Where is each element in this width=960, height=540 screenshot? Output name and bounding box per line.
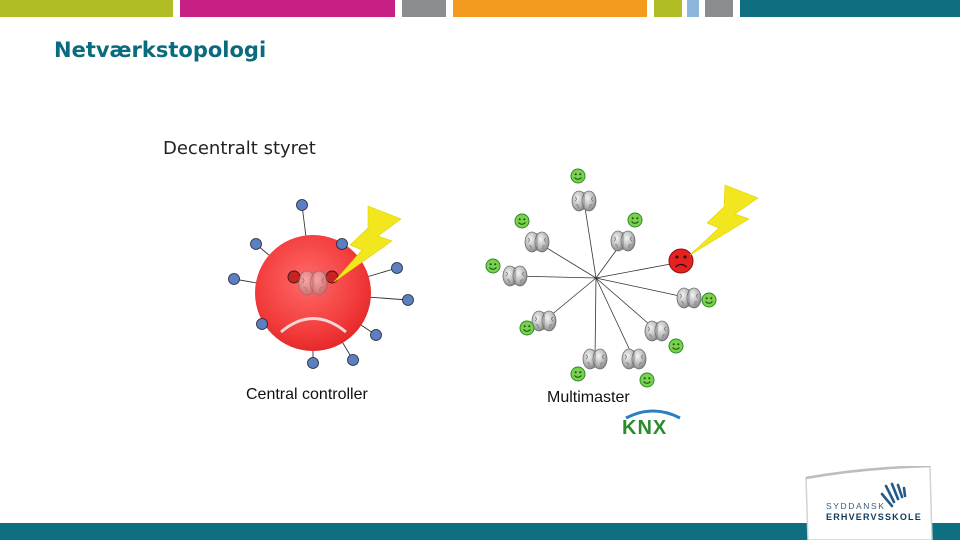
brain-icon <box>524 231 550 253</box>
multimaster-diagram <box>485 168 759 388</box>
top-bar-orange <box>453 0 647 17</box>
smiley-icon <box>668 338 684 354</box>
top-bar-lime <box>0 0 173 17</box>
top-bar-light-blue <box>687 0 699 17</box>
central-controller-label: Central controller <box>246 386 368 403</box>
lightning-icon <box>689 184 759 256</box>
top-bar-lime-2 <box>654 0 682 17</box>
brain-icon <box>610 230 636 252</box>
knx-text: KNX <box>622 417 667 438</box>
smiley-icon <box>639 372 655 388</box>
brain-icon <box>676 287 702 309</box>
knx-logo: KNX <box>622 409 681 438</box>
multimaster-label: Multimaster <box>547 389 630 406</box>
school-name-line1: SYDDANSK <box>826 501 886 511</box>
brain-icon <box>621 348 647 370</box>
smiley-icon <box>485 258 501 274</box>
lightning-icon <box>333 205 402 283</box>
school-logo <box>805 466 933 540</box>
smiley-icon <box>701 292 717 308</box>
smiley-icon <box>519 320 535 336</box>
node-circles <box>228 199 414 369</box>
school-name-line2: ERHVERVSSKOLE <box>826 512 922 522</box>
top-bar-magenta <box>180 0 395 17</box>
sad-face-icon <box>280 270 347 334</box>
page-title: Netværkstopologi <box>54 38 267 62</box>
brain-icon <box>502 265 528 287</box>
brain-icon <box>582 348 608 370</box>
smiley-icon <box>570 366 586 382</box>
brain-icon <box>644 320 670 342</box>
smiley-icon <box>627 212 643 228</box>
top-bar-teal <box>740 0 960 17</box>
top-bar-gray <box>402 0 446 17</box>
top-bar-gray-2 <box>705 0 733 17</box>
sad-face-icon <box>668 248 694 274</box>
brain-icon <box>571 190 597 212</box>
brain-icon <box>298 270 328 296</box>
smiley-icon <box>514 213 530 229</box>
bottom-bar <box>0 523 960 540</box>
central-controller-diagram <box>228 199 414 369</box>
page-subtitle: Decentralt styret <box>163 138 316 159</box>
hand-icon <box>880 482 907 508</box>
smiley-icon <box>570 168 586 184</box>
brain-icon <box>531 310 557 332</box>
